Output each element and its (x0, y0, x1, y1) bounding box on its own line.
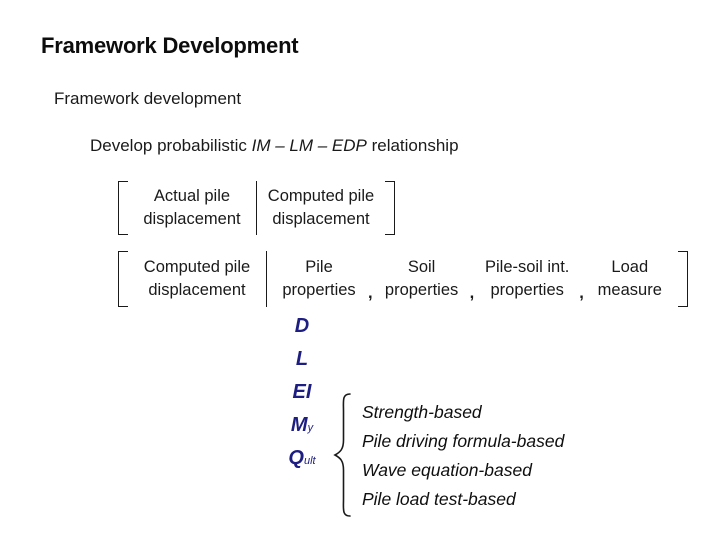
variable-symbol: M (290, 414, 308, 436)
stack-line: displacement (272, 210, 370, 228)
method-pile-load-test-based: Pile load test-based (362, 489, 516, 509)
stack-line: displacement (143, 210, 241, 228)
term-bottom: measure (597, 281, 662, 299)
stack-line: displacement (148, 281, 246, 299)
term-top: Load (611, 258, 649, 276)
bracket-expression-computed-given-properties: Computed pile displacement Pile properti… (118, 251, 688, 307)
variable-subscript: y (307, 422, 314, 434)
term-bottom: properties (490, 281, 564, 299)
curly-brace-icon (333, 393, 351, 517)
computed-pile-displacement-stack: Computed pile displacement (257, 181, 385, 235)
variable-symbol: D (294, 315, 310, 337)
variable-D: D (272, 316, 332, 337)
develop-line-prefix: Develop probabilistic (90, 136, 252, 155)
term-bottom: properties (282, 281, 356, 299)
term-bottom: properties (384, 281, 459, 299)
right-bracket-glyph (677, 251, 688, 307)
load-measure-term: Load measure (586, 251, 674, 307)
left-bracket-glyph (118, 251, 128, 307)
pile-properties-term: Pile properties (271, 251, 367, 307)
term-top: Pile (305, 258, 333, 276)
term-top: Pile-soil int. (485, 258, 570, 276)
left-bracket-glyph (118, 181, 128, 235)
method-wave-equation-based: Wave equation-based (362, 460, 532, 480)
term-top: Soil (407, 258, 436, 276)
stack-line: Actual pile (153, 187, 231, 205)
variable-symbol: Q (288, 447, 304, 469)
variable-subscript: ult (303, 455, 316, 467)
stack-line: Computed pile (267, 187, 375, 205)
actual-pile-displacement-stack: Actual pile displacement (128, 181, 256, 235)
soil-properties-term: Soil properties (375, 251, 469, 307)
separator-comma: , (579, 284, 584, 302)
conditional-bar-divider (256, 181, 257, 235)
slide-title: Framework Development (41, 33, 299, 58)
variable-symbol: EI (292, 381, 312, 403)
stack-line: Computed pile (143, 258, 251, 276)
separator-comma: , (469, 284, 475, 302)
capacity-method-list: Strength-based Pile driving formula-base… (362, 401, 564, 510)
bracket-expression-actual-vs-computed: Actual pile displacement Computed pile d… (118, 181, 395, 235)
variable-symbol: L (295, 348, 309, 370)
property-terms-row: Pile properties , Soil properties , Pile… (267, 251, 678, 307)
slide-subtitle: Framework development (54, 89, 242, 108)
develop-relationship-line: Develop probabilistic IM – LM – EDP rela… (90, 136, 459, 156)
right-bracket-glyph (385, 181, 395, 235)
separator-comma: , (368, 284, 373, 302)
computed-pile-displacement-stack: Computed pile displacement (128, 251, 266, 307)
im-lm-edp-term: IM – LM – EDP (251, 136, 367, 155)
method-strength-based: Strength-based (362, 402, 482, 422)
variable-L: L (272, 349, 332, 370)
variable-EI: EI (272, 382, 332, 403)
method-pile-driving-formula-based: Pile driving formula-based (362, 431, 565, 451)
pile-soil-interaction-properties-term: Pile-soil int. properties (476, 251, 578, 307)
develop-line-suffix: relationship (366, 136, 459, 155)
conditional-bar-divider (266, 251, 267, 307)
